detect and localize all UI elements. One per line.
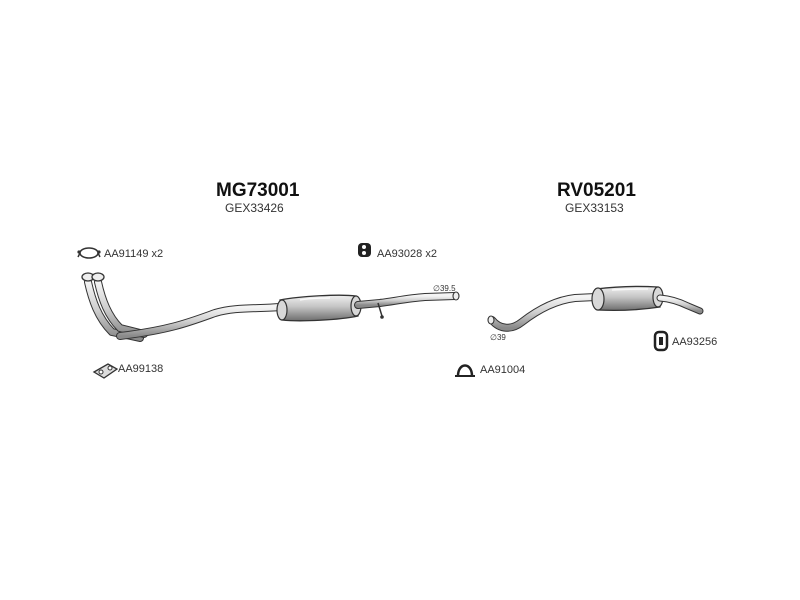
part-label-rubber[interactable]: AA93028 x2	[377, 248, 437, 260]
centre-silencer-left[interactable]	[276, 294, 362, 322]
part-label-rubber-right[interactable]: AA93256	[672, 336, 718, 348]
intermediate-pipe-right[interactable]	[487, 293, 600, 332]
left-assembly-ref: GEX33426	[225, 201, 284, 215]
right-assembly-ref: GEX33153	[565, 201, 624, 215]
u-clamp-icon	[455, 364, 475, 377]
left-assembly-code: MG73001	[216, 180, 300, 201]
intermediate-pipe-left[interactable]	[116, 303, 284, 340]
gasket-icon	[92, 363, 119, 379]
part-label-gasket[interactable]: AA99138	[118, 363, 164, 375]
part-label-clamp[interactable]: AA91149 x2	[104, 248, 164, 260]
front-pipe-left[interactable]	[81, 272, 148, 342]
rear-silencer-right[interactable]	[591, 285, 664, 312]
rubber-mount-icon	[358, 243, 371, 257]
right-assembly-code: RV05201	[557, 180, 636, 201]
rubber-mount-right-icon	[653, 330, 669, 352]
clamp-icon	[77, 247, 101, 259]
tail-pipe-left[interactable]	[354, 291, 460, 319]
tail-pipe-right[interactable]	[656, 294, 704, 315]
part-label-clamp-right[interactable]: AA91004	[480, 364, 526, 376]
diameter-label-right: ∅39	[490, 333, 506, 342]
diameter-label-left: ∅39.5	[433, 284, 456, 293]
